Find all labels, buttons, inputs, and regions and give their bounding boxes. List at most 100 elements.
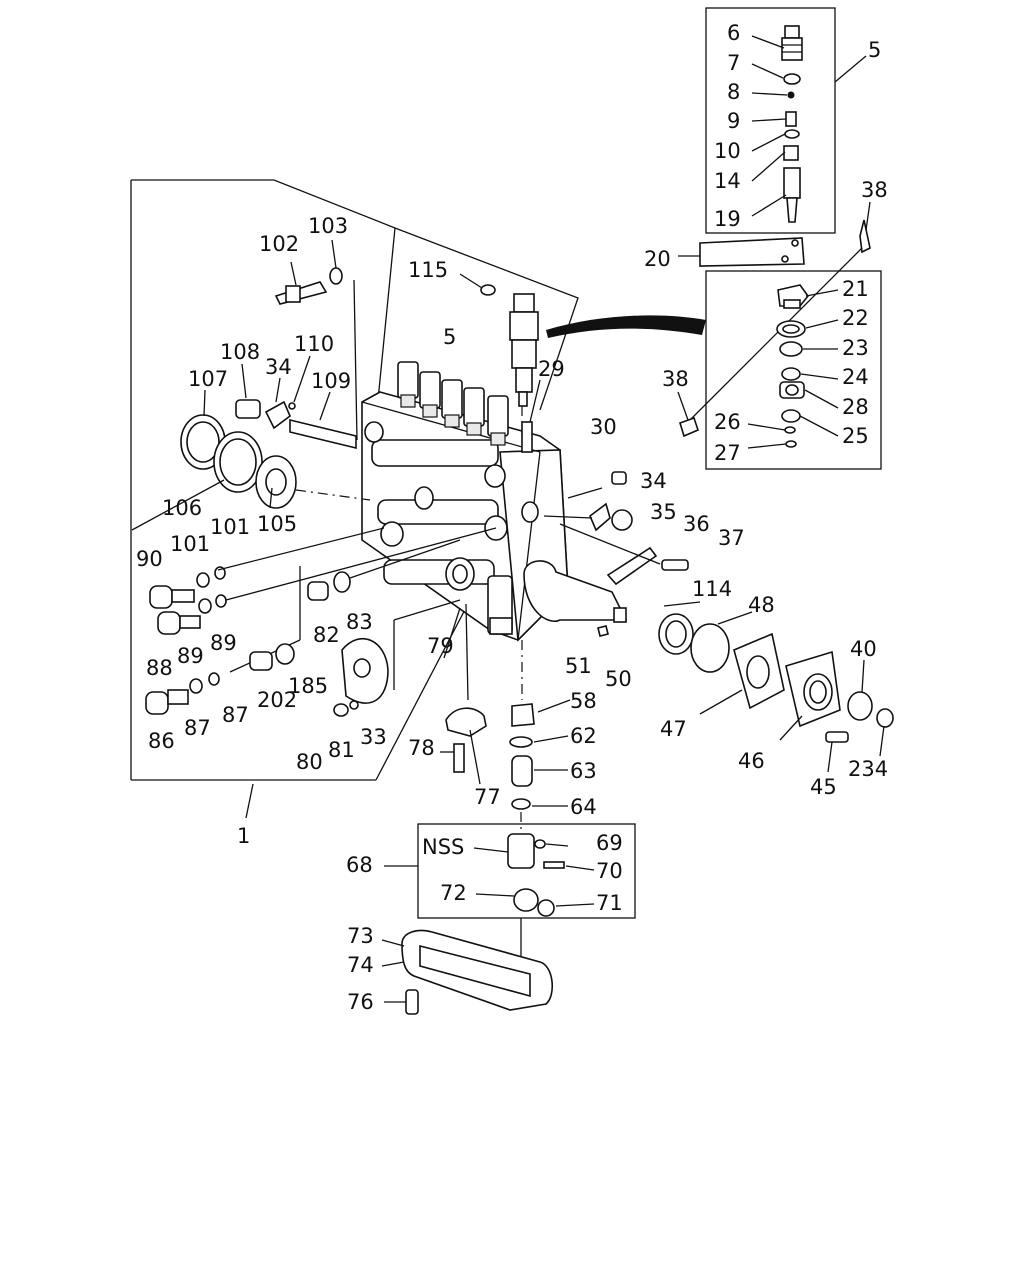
label-34-left: 34: [265, 355, 292, 379]
label-7: 7: [727, 51, 740, 75]
leader-lines-upper-right: [751, 35, 867, 217]
label-90: 90: [136, 547, 163, 571]
leader-lines-left: [131, 389, 273, 531]
group-1-leader: [245, 783, 254, 819]
label-81: 81: [328, 738, 355, 762]
delivery-valve-holder-5: [509, 293, 539, 440]
screw-29: [521, 379, 541, 453]
delivery-valve-stack: [781, 25, 803, 223]
inset-callout-arrow: [546, 315, 706, 338]
label-20: 20: [644, 247, 671, 271]
tappet-inset-parts: [384, 833, 595, 970]
left-upper-parts: [235, 355, 357, 450]
label-37: 37: [718, 526, 745, 550]
label-77: 77: [474, 785, 501, 809]
leader-lines-seals: [747, 289, 839, 449]
label-107: 107: [188, 367, 228, 391]
label-5-center: 5: [443, 325, 456, 349]
drive-shaft-assembly: [523, 560, 753, 673]
tappet-frame: [417, 823, 636, 919]
label-28: 28: [842, 395, 869, 419]
main-group-frame: [130, 179, 579, 781]
label-89-upper: 89: [210, 631, 237, 655]
delivery-valve-frame: [705, 7, 836, 234]
label-83: 83: [346, 610, 373, 634]
label-109: 109: [311, 369, 351, 393]
label-102: 102: [259, 232, 299, 256]
label-78: 78: [408, 736, 435, 760]
label-185: 185: [288, 674, 328, 698]
label-64: 64: [570, 795, 597, 819]
label-70: 70: [596, 859, 623, 883]
label-nss: NSS: [422, 835, 464, 859]
label-35: 35: [650, 500, 677, 524]
label-1: 1: [237, 824, 250, 848]
label-101-right: 101: [210, 515, 250, 539]
label-5-inset: 5: [868, 38, 881, 62]
label-33: 33: [360, 725, 387, 749]
label-19: 19: [714, 207, 741, 231]
label-69: 69: [596, 831, 623, 855]
bolt-washer-groups: [145, 527, 497, 715]
right-side-small-parts: [543, 471, 689, 586]
plugs-and-orings: [249, 539, 461, 671]
label-202: 202: [257, 688, 297, 712]
label-110: 110: [294, 332, 334, 356]
label-106: 106: [162, 496, 202, 520]
label-21: 21: [842, 277, 869, 301]
label-48: 48: [748, 593, 775, 617]
nut-115: [459, 273, 496, 296]
label-34-right: 34: [640, 469, 667, 493]
label-89-lower: 89: [177, 644, 204, 668]
bottom-cover-plate: [381, 929, 553, 1015]
rack-guide-parts: [440, 603, 487, 785]
label-105: 105: [257, 512, 297, 536]
label-58: 58: [570, 689, 597, 713]
label-234: 234: [848, 757, 888, 781]
label-76: 76: [347, 990, 374, 1014]
tappet-stack: [509, 640, 571, 830]
camshaft-bearing-set: [180, 414, 371, 509]
label-24: 24: [842, 365, 869, 389]
bracket-38: [677, 201, 871, 438]
label-14: 14: [714, 169, 741, 193]
label-50: 50: [605, 667, 632, 691]
label-40: 40: [850, 637, 877, 661]
label-45: 45: [810, 775, 837, 799]
label-62: 62: [570, 724, 597, 748]
label-82: 82: [313, 623, 340, 647]
seal-stack: [776, 284, 810, 448]
label-46: 46: [738, 749, 765, 773]
label-38-upper: 38: [861, 178, 888, 202]
label-87-right: 87: [222, 703, 249, 727]
label-29: 29: [538, 357, 565, 381]
label-88: 88: [146, 656, 173, 680]
label-63: 63: [570, 759, 597, 783]
label-6: 6: [727, 21, 740, 45]
label-25: 25: [842, 424, 869, 448]
label-47: 47: [660, 717, 687, 741]
label-10: 10: [714, 139, 741, 163]
label-36: 36: [683, 512, 710, 536]
label-68: 68: [346, 853, 373, 877]
label-26: 26: [714, 410, 741, 434]
callout-labels: 6 7 8 9 10 14 19 5 20 38 21 22 23 24 28 …: [136, 21, 888, 1014]
label-22: 22: [842, 306, 869, 330]
label-51: 51: [565, 654, 592, 678]
label-73: 73: [347, 924, 374, 948]
label-71: 71: [596, 891, 623, 915]
label-114: 114: [692, 577, 732, 601]
banjo-bolt-102: [274, 239, 358, 441]
label-72: 72: [440, 881, 467, 905]
label-8: 8: [727, 80, 740, 104]
label-79: 79: [427, 634, 454, 658]
label-103: 103: [308, 214, 348, 238]
label-115: 115: [408, 258, 448, 282]
label-74: 74: [347, 953, 374, 977]
label-108: 108: [220, 340, 260, 364]
front-cover-assembly: [699, 632, 894, 773]
label-30: 30: [590, 415, 617, 439]
label-87-left: 87: [184, 716, 211, 740]
shim-plate-20: [678, 237, 805, 267]
